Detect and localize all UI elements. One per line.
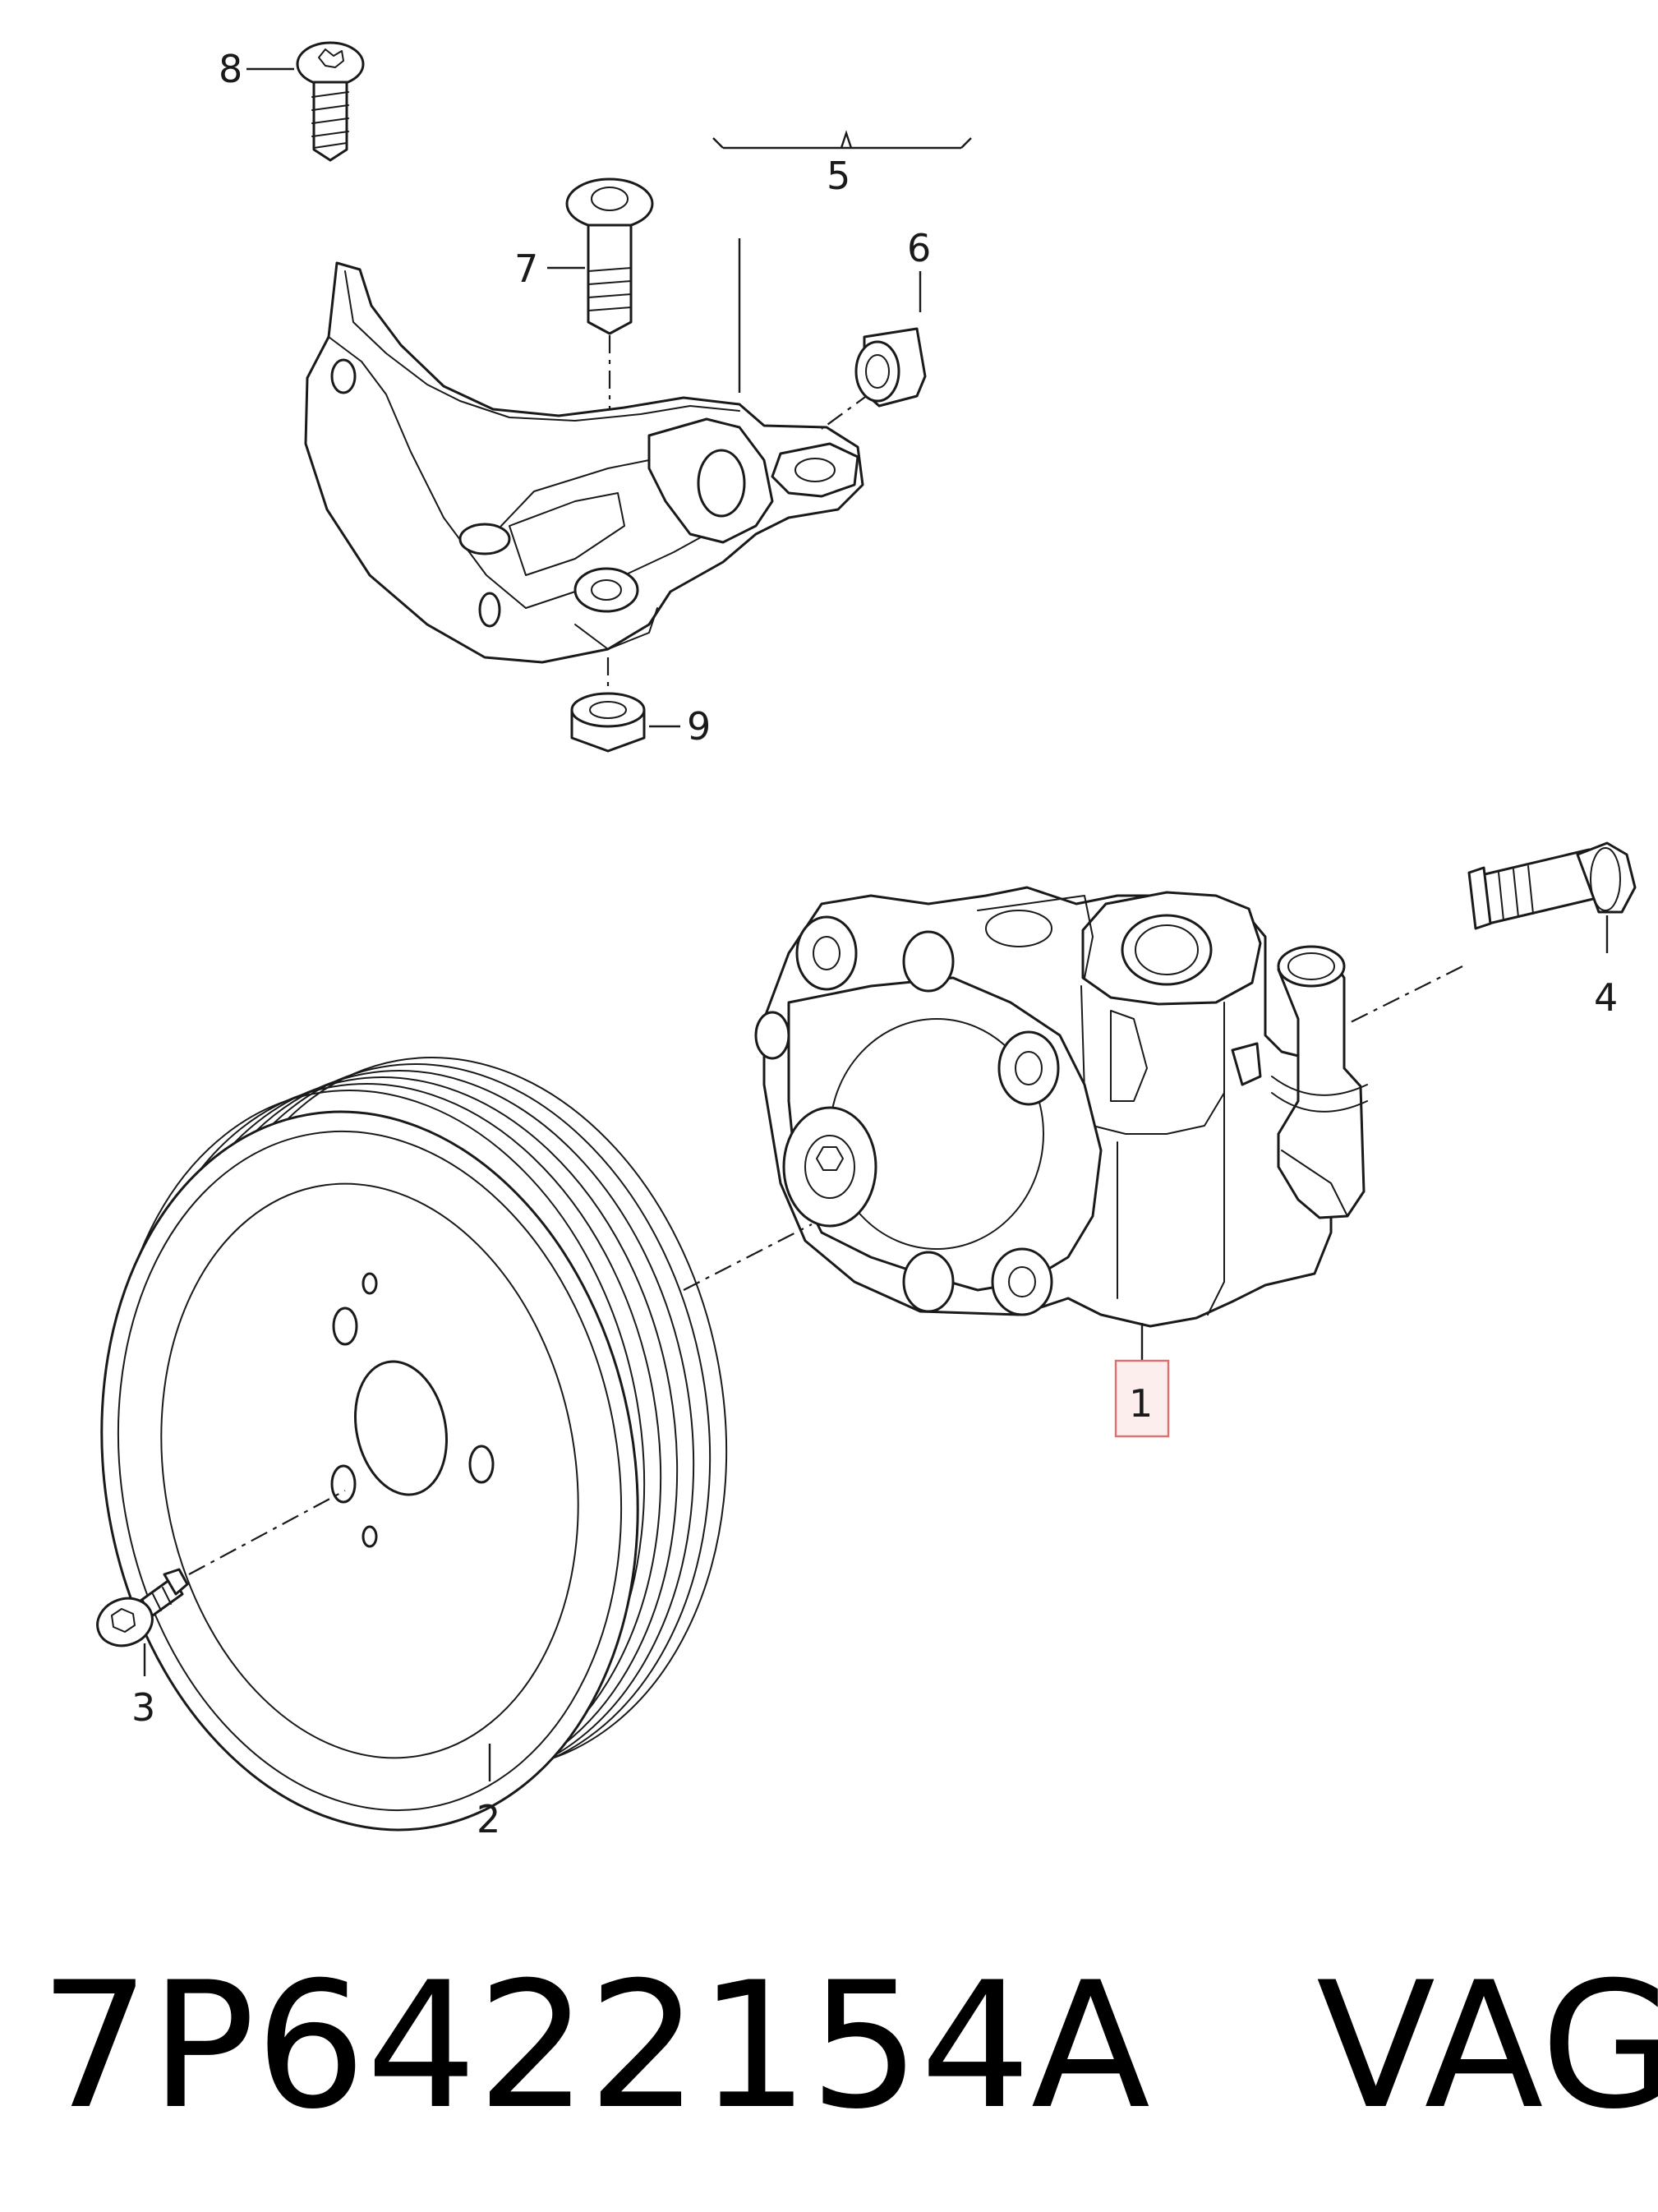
axis-6-to-bracket bbox=[821, 392, 872, 430]
callout-5: 5 bbox=[827, 154, 850, 198]
callout-4: 4 bbox=[1594, 975, 1618, 1020]
bolt-part-4 bbox=[1467, 841, 1637, 930]
callout-9: 9 bbox=[687, 704, 711, 749]
axis-4 bbox=[1347, 965, 1463, 1025]
part-number-footer: 7P6422154A VAG bbox=[39, 1939, 1658, 2153]
callout-2: 2 bbox=[477, 1797, 500, 1841]
axis-pulley-pump bbox=[683, 1224, 813, 1291]
callout-8: 8 bbox=[219, 47, 242, 91]
bracket-part-5 bbox=[304, 261, 864, 664]
callout-3: 3 bbox=[131, 1685, 155, 1730]
pump-part-1 bbox=[754, 886, 1368, 1328]
sleeve-part-9 bbox=[570, 692, 646, 753]
bolt-part-7 bbox=[565, 177, 654, 335]
brand-name: VAG bbox=[1316, 1944, 1658, 2147]
axis-3 bbox=[188, 1490, 346, 1575]
part-number: 7P6422154A bbox=[39, 1944, 1150, 2147]
sleeve-part-6 bbox=[854, 327, 927, 408]
screw-part-3 bbox=[96, 1568, 189, 1647]
pulley-part-2 bbox=[100, 1057, 728, 1832]
screw-part-8 bbox=[296, 41, 365, 162]
callout-1: 1 bbox=[1129, 1381, 1153, 1426]
leader-5-bracket bbox=[712, 130, 972, 393]
callout-6: 6 bbox=[907, 226, 931, 270]
callout-1-highlight bbox=[1114, 1359, 1170, 1438]
callout-7: 7 bbox=[514, 247, 538, 291]
